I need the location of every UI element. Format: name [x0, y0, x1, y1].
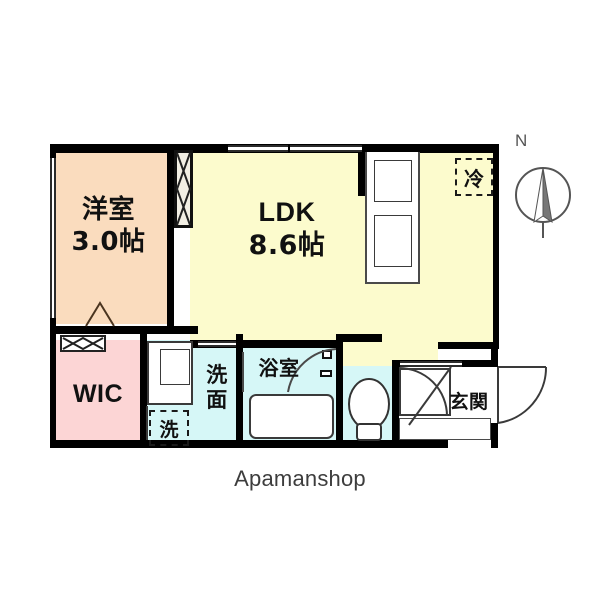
- wall-bedroom-bottom: [50, 326, 174, 334]
- vanity-mirror: [160, 349, 190, 385]
- window-ldk-top-left: [228, 145, 288, 152]
- label-entrance-name: 玄関: [449, 391, 489, 413]
- wall-kitchen-stub: [358, 152, 365, 196]
- compass-rose: [515, 167, 571, 238]
- compass-north-label: N: [515, 131, 528, 150]
- wall-bathroom-toilet: [336, 334, 343, 444]
- window-ldk-top-right: [290, 145, 362, 152]
- label-wic: WIC: [50, 381, 146, 408]
- label-bedroom-size: 3.0帖: [71, 227, 146, 258]
- label-wic-name: WIC: [72, 380, 124, 408]
- room-ldk: [190, 152, 499, 348]
- label-ldk: LDK 8.6帖: [222, 197, 352, 262]
- watermark-apamanshop: Apamanshop: [234, 466, 366, 491]
- wall-washroom-bathroom: [236, 334, 243, 444]
- kitchen-sink-basin: [374, 160, 412, 202]
- label-bathroom-name: 浴室: [258, 356, 300, 380]
- entrance-step: [399, 418, 491, 440]
- front-door-arc: [491, 366, 548, 424]
- wall-toilet-entrance: [392, 360, 399, 444]
- washing-machine-marker-label: 洗: [159, 418, 179, 441]
- wall-wic-washroom: [140, 334, 147, 444]
- wall-corridor-jog: [336, 334, 382, 342]
- label-washroom: 洗 面: [196, 364, 238, 411]
- label-washroom-line1: 洗: [206, 363, 228, 387]
- closet-bedroom: [174, 150, 193, 228]
- label-entrance: 玄関: [444, 392, 494, 413]
- washing-machine-marker: 洗: [149, 410, 189, 446]
- wall-left-outer-lower: [50, 316, 56, 448]
- room-wic: [50, 340, 146, 444]
- wall-bedroom-ldk: [167, 144, 174, 326]
- label-bathroom: 浴室: [246, 356, 312, 380]
- label-washroom-line2: 面: [206, 387, 228, 412]
- wall-left-outer-upper: [50, 144, 56, 160]
- label-bedroom-name: 洋室: [81, 195, 135, 225]
- wall-bottom-outer: [50, 440, 448, 448]
- bathtub: [249, 394, 334, 439]
- room-toilet: [342, 366, 398, 444]
- bath-door-handle-lower: [320, 370, 332, 377]
- refrigerator-marker: 冷: [455, 158, 493, 196]
- label-ldk-name: LDK: [258, 197, 316, 227]
- wall-ldk-bottom-left: [174, 326, 198, 334]
- room-bedroom: [50, 152, 167, 324]
- window-entrance-top: [400, 361, 462, 367]
- bath-door-handle-upper: [322, 350, 332, 359]
- window-bedroom-left: [50, 158, 56, 318]
- refrigerator-marker-label: 冷: [464, 166, 484, 191]
- wall-ldk-bottom-mid: [190, 340, 342, 348]
- window-washroom-top: [198, 341, 236, 347]
- wall-right-outer-upper: [493, 144, 499, 348]
- label-bedroom: 洋室 3.0帖: [50, 196, 167, 256]
- kitchen-stove-top: [374, 215, 412, 267]
- label-ldk-size: 8.6帖: [248, 230, 326, 262]
- wall-ldk-bottom-right: [438, 342, 499, 349]
